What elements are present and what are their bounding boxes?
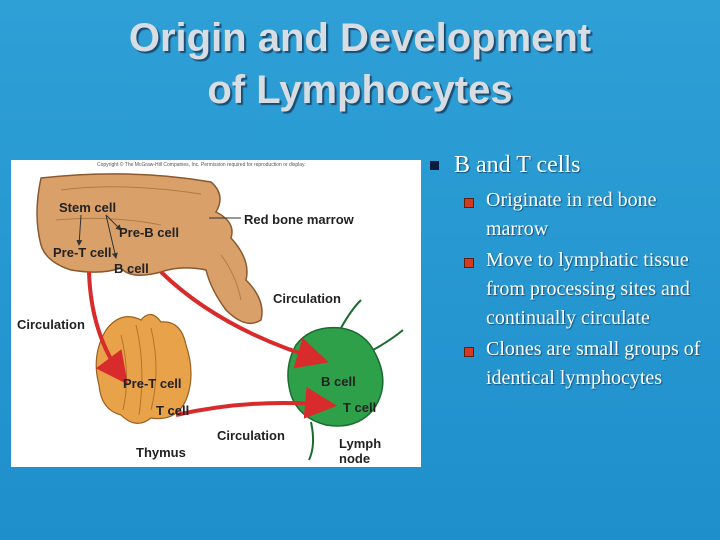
label-stem-cell: Stem cell <box>59 200 117 215</box>
sub-bullet-square-icon <box>464 347 474 357</box>
sub-bullet-square-icon <box>464 258 474 268</box>
label-circulation-left: Circulation <box>17 317 85 332</box>
label-b-cell-node: B cell <box>321 374 356 389</box>
sub-bullet-item: Clones are small groups of identical lym… <box>430 335 715 393</box>
label-circulation-right: Circulation <box>273 291 341 306</box>
arrow-marrow-to-thymus <box>87 271 128 385</box>
sub-bullet-item: Move to lymphatic tissue from processing… <box>430 246 715 333</box>
label-circulation-bottom: Circulation <box>217 428 285 443</box>
copyright-notice: Copyright © The McGraw-Hill Companies, I… <box>97 162 306 168</box>
thymus-shape <box>95 313 192 424</box>
label-pre-t-cell-thymus: Pre-T cell <box>123 376 182 391</box>
label-lymph-node: Lymph node <box>339 436 381 466</box>
label-pre-t-cell-marrow: Pre-T cell <box>53 245 112 260</box>
slide-title-line-1: Origin and Development <box>128 16 592 60</box>
label-t-cell-thymus: T cell <box>156 403 190 418</box>
label-red-bone-marrow: Red bone marrow <box>244 212 354 227</box>
bone-marrow-shape <box>36 173 263 325</box>
label-thymus: Thymus <box>136 445 186 460</box>
slide-title: Origin and Development of Lymphocytes <box>0 12 720 116</box>
main-bullet: B and T cells <box>430 150 715 180</box>
sub-bullet-list: Originate in red bone marrow Move to lym… <box>430 186 715 393</box>
bullet-list: B and T cells Originate in red bone marr… <box>430 150 715 395</box>
arrow-marrow-to-node <box>159 270 329 369</box>
sub-bullet-item: Originate in red bone marrow <box>430 186 715 244</box>
lymphocyte-diagram: Copyright © The McGraw-Hill Companies, I… <box>11 160 421 467</box>
sub-bullet-text: Originate in red bone marrow <box>486 189 657 240</box>
label-lymph-node-line-2: node <box>339 451 371 466</box>
arrow-thymus-to-node <box>175 386 337 419</box>
sub-bullet-text: Clones are small groups of identical lym… <box>486 338 701 389</box>
label-t-cell-node: T cell <box>343 400 377 415</box>
slide-title-line-2: of Lymphocytes <box>207 68 513 112</box>
sub-bullet-text: Move to lymphatic tissue from processing… <box>486 249 690 329</box>
label-pre-b-cell: Pre-B cell <box>119 225 179 240</box>
sub-bullet-square-icon <box>464 198 474 208</box>
main-bullet-text: B and T cells <box>454 152 581 178</box>
label-b-cell-marrow: B cell <box>114 261 149 276</box>
bullet-square-icon <box>430 161 439 170</box>
label-lymph-node-line-1: Lymph <box>339 436 382 451</box>
diagram-illustration <box>36 173 404 461</box>
